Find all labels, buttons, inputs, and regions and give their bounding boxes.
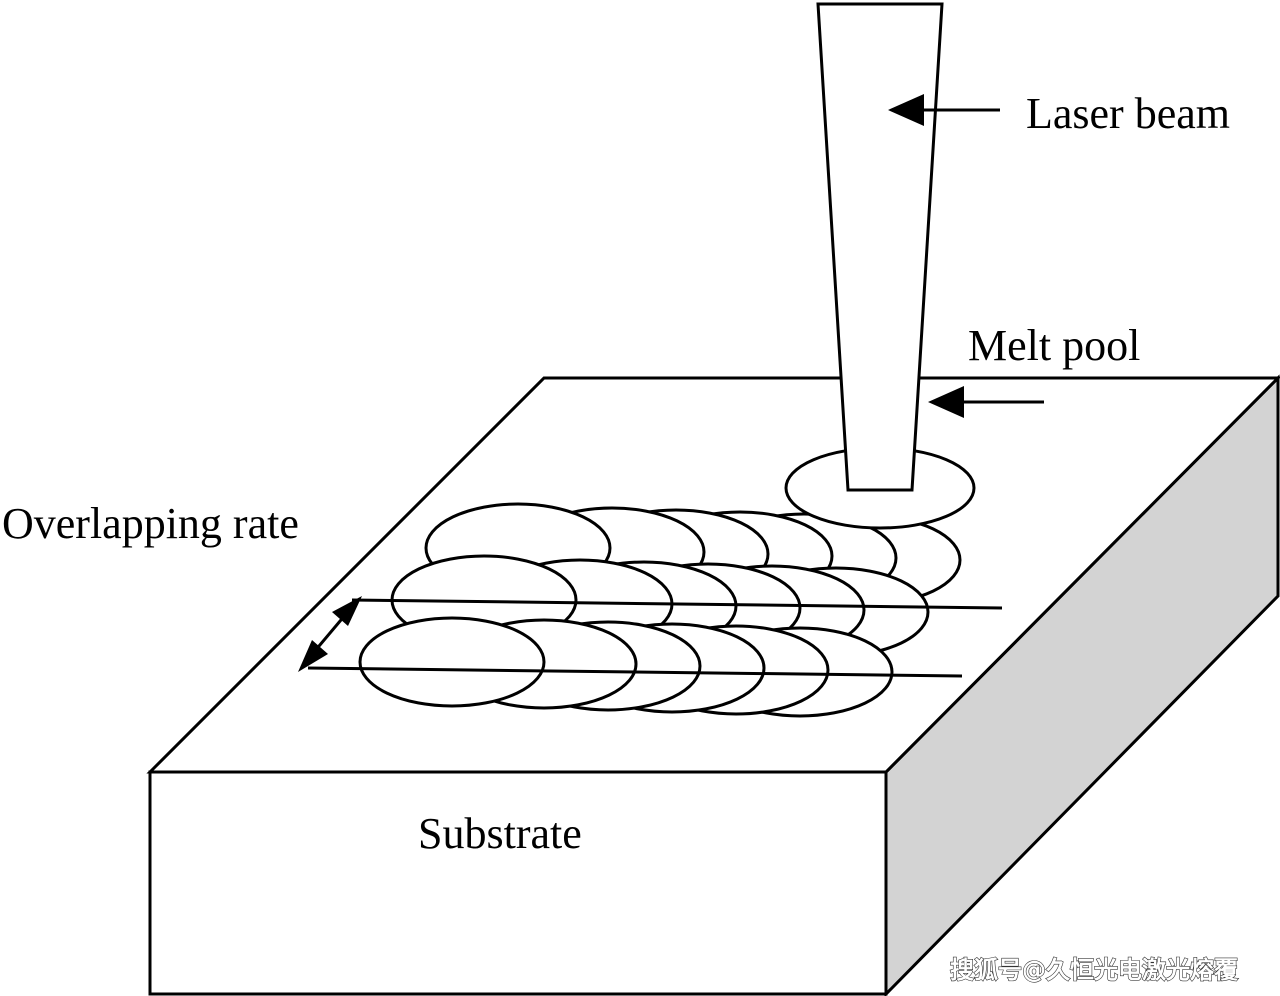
overlapping-rate-label: Overlapping rate <box>2 499 299 548</box>
laser-beam-label: Laser beam <box>1026 89 1230 138</box>
laser-beam-arrow <box>888 94 1000 126</box>
melt-pool-arrow <box>928 386 1044 418</box>
melt-pool-label: Melt pool <box>968 321 1140 370</box>
substrate-front-face <box>148 770 888 996</box>
watermark-text: 搜狐号@久恒光电激光熔覆 <box>950 956 1239 984</box>
arrowhead-icon <box>298 640 328 672</box>
arrowhead-icon <box>332 596 362 626</box>
laser-beam <box>816 2 944 492</box>
track-center-line-bottom <box>307 666 963 678</box>
overlap-double-arrow <box>298 596 362 672</box>
track-center-line-middle <box>351 598 1003 610</box>
substrate-label: Substrate <box>418 809 582 858</box>
arrowhead-icon <box>928 386 964 418</box>
clad-track-bottom <box>307 616 963 718</box>
arrowhead-icon <box>888 94 924 126</box>
clad-bead <box>358 616 546 708</box>
